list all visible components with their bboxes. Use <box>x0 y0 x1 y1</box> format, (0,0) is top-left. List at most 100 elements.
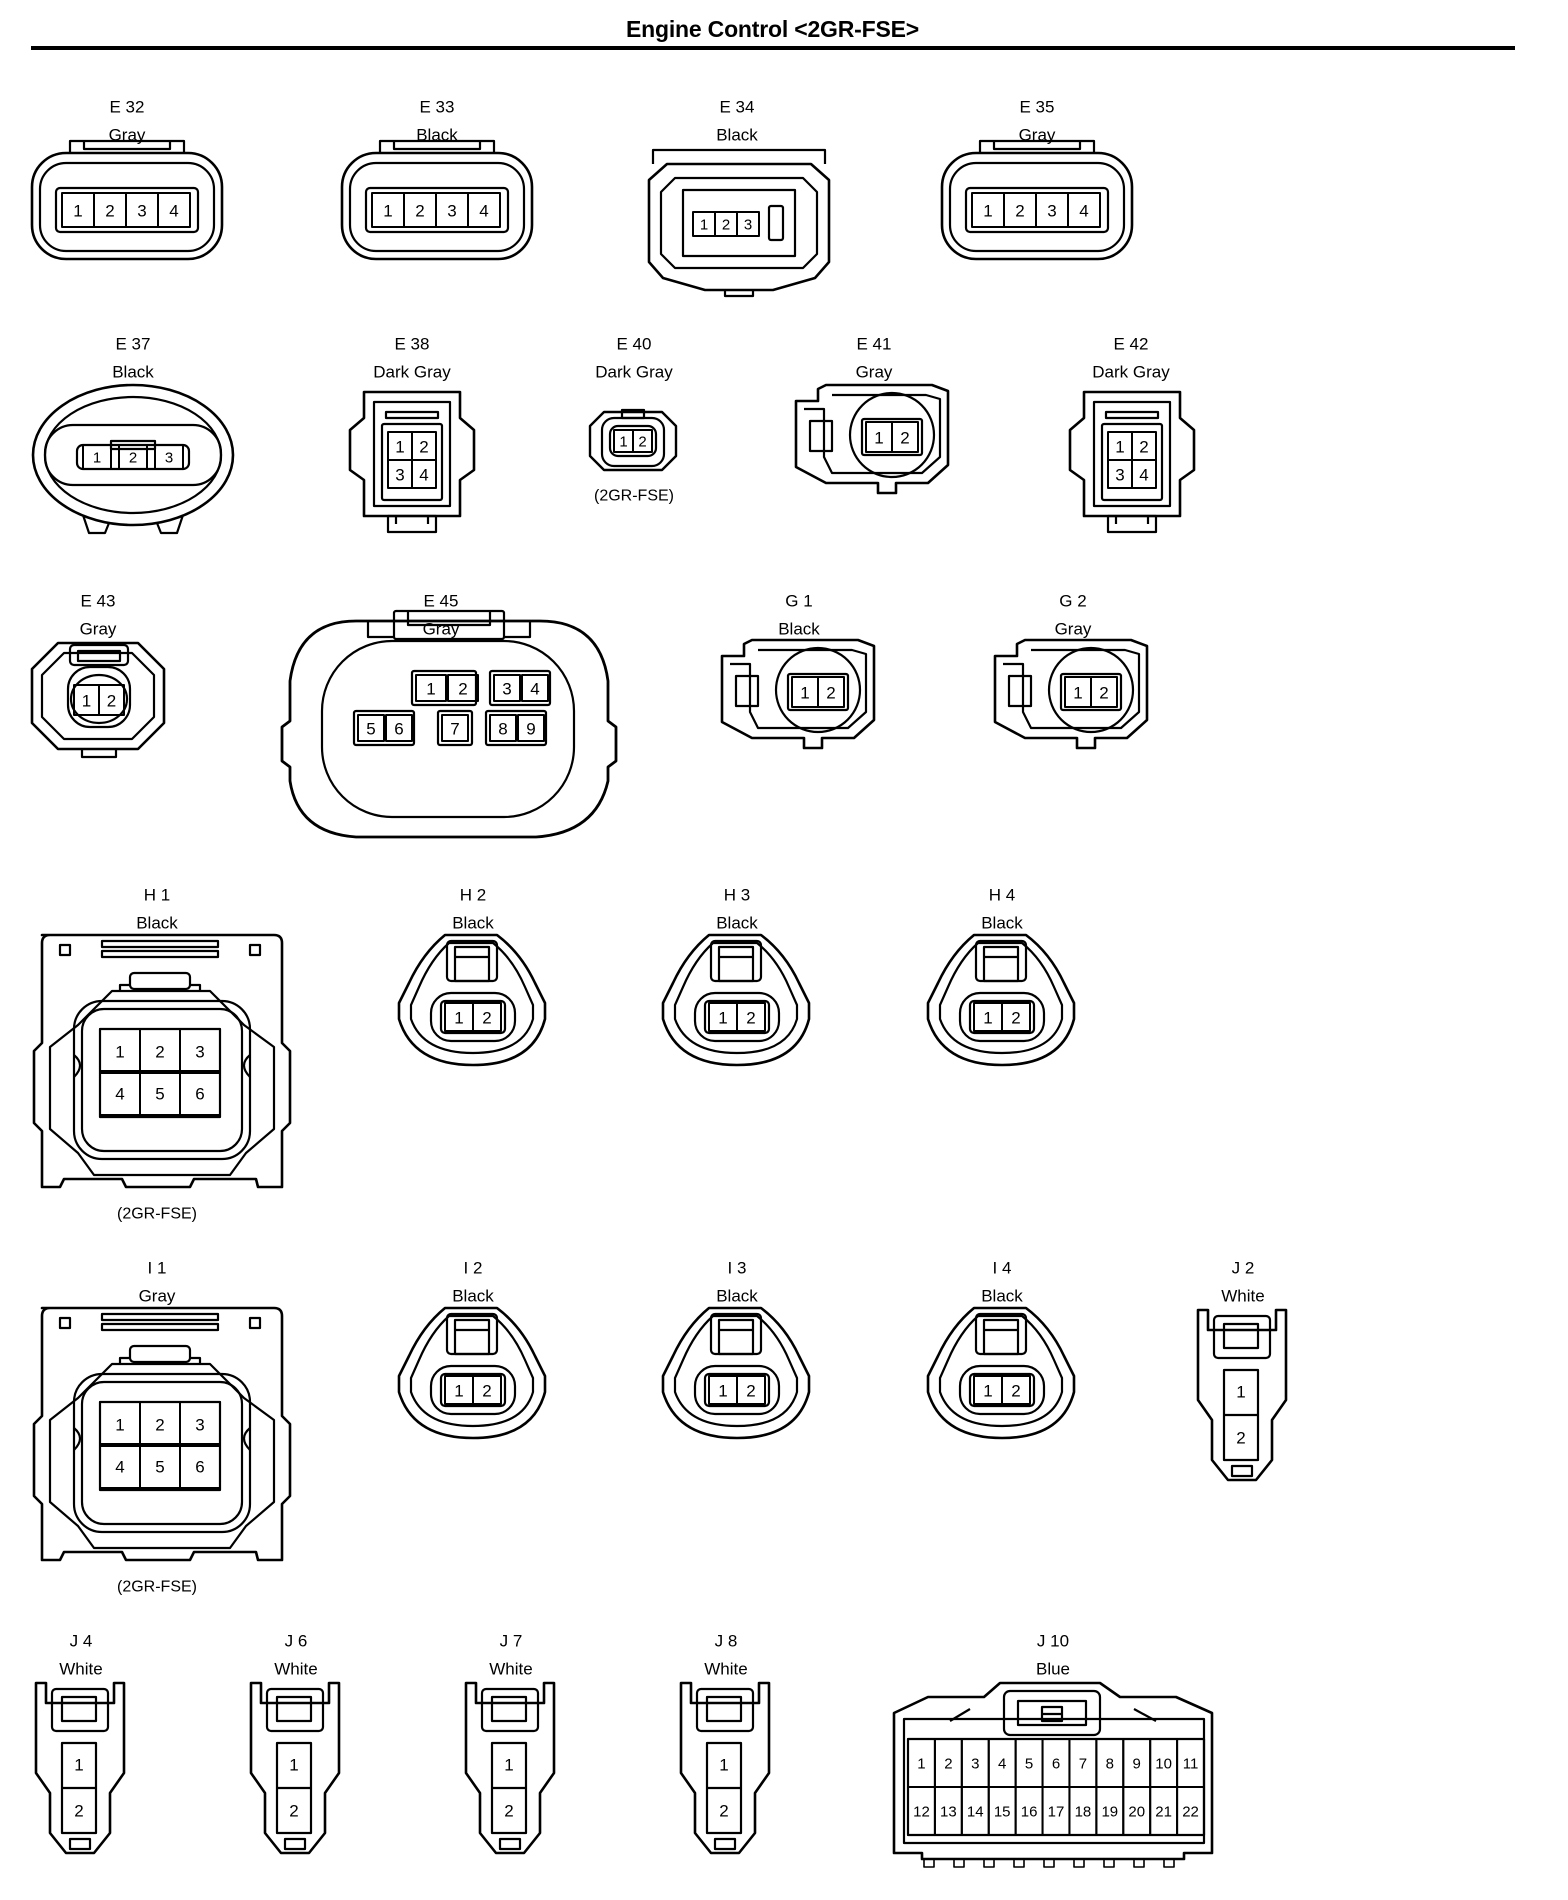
pin-number: 17 <box>1048 1804 1065 1821</box>
pin-number: 1 <box>73 202 82 221</box>
connector-id-label: I 2 <box>464 1259 483 1278</box>
pin-number: 8 <box>1106 1756 1114 1773</box>
pin-number: 1 <box>93 450 101 467</box>
pin-number: 3 <box>1115 466 1124 485</box>
pin-number: 6 <box>1052 1756 1060 1773</box>
pin-number: 6 <box>195 1458 204 1477</box>
connector-color-label: White <box>1221 1287 1264 1306</box>
connector-note: (2GR-FSE) <box>117 1579 197 1596</box>
connector-body-j7: 12 <box>464 1681 556 1855</box>
pin-number: 2 <box>482 1009 491 1028</box>
pin-number: 2 <box>746 1382 755 1401</box>
pin-number: 1 <box>718 1009 727 1028</box>
pin-number: 7 <box>1079 1756 1087 1773</box>
connector-color-label: Gray <box>139 1287 176 1306</box>
pin-number: 3 <box>137 202 146 221</box>
connector-color-label: Black <box>416 126 458 145</box>
pin-number: 1 <box>719 1756 728 1775</box>
pin-number: 1 <box>383 202 392 221</box>
connector-body-j4: 12 <box>34 1681 126 1855</box>
pin-number: 1 <box>874 429 883 448</box>
pin-number: 21 <box>1155 1804 1172 1821</box>
connector-id-label: E 42 <box>1114 335 1149 354</box>
pin-number: 4 <box>115 1458 124 1477</box>
pin-number: 5 <box>366 720 375 739</box>
pin-number: 2 <box>1139 438 1148 457</box>
pin-number: 4 <box>1079 202 1088 221</box>
connector-id-label: H 3 <box>724 886 750 905</box>
pin-number: 20 <box>1128 1804 1145 1821</box>
connector-body-j6: 12 <box>249 1681 341 1855</box>
connector-id-label: G 1 <box>785 592 812 611</box>
pin-number: 3 <box>195 1416 204 1435</box>
connector-id-label: E 38 <box>395 335 430 354</box>
pin-number: 2 <box>1015 202 1024 221</box>
pin-number: 9 <box>526 720 535 739</box>
connector-id-label: E 32 <box>110 98 145 117</box>
connector-id-label: G 2 <box>1059 592 1086 611</box>
connector-id-label: I 3 <box>728 1259 747 1278</box>
pin-number: 2 <box>289 1802 298 1821</box>
connector-j6: J 6 White 12 <box>249 1632 341 1855</box>
connector-color-label: Black <box>452 1287 494 1306</box>
pin-number: 13 <box>940 1804 957 1821</box>
pin-number: 2 <box>638 434 646 451</box>
pin-number: 22 <box>1182 1804 1199 1821</box>
pin-number: 2 <box>1011 1382 1020 1401</box>
pin-number: 6 <box>195 1085 204 1104</box>
connector-id-label: E 34 <box>720 98 755 117</box>
pin-number: 1 <box>619 434 627 451</box>
connector-id-label: I 4 <box>993 1259 1012 1278</box>
connector-id-label: E 43 <box>81 592 116 611</box>
pin-number: 2 <box>415 202 424 221</box>
pin-number: 15 <box>994 1804 1011 1821</box>
connector-id-label: J 6 <box>285 1632 308 1651</box>
connector-color-label: Dark Gray <box>1092 363 1170 382</box>
connector-color-label: Blue <box>1036 1660 1070 1679</box>
pin-number: 7 <box>450 720 459 739</box>
pin-number: 1 <box>115 1043 124 1062</box>
connector-id-label: E 35 <box>1020 98 1055 117</box>
pin-number: 1 <box>917 1756 925 1773</box>
pin-number: 3 <box>395 466 404 485</box>
pin-number: 5 <box>155 1085 164 1104</box>
pin-number: 1 <box>1115 438 1124 457</box>
pin-number: 2 <box>900 429 909 448</box>
pin-number: 3 <box>971 1756 979 1773</box>
connector-color-label: White <box>274 1660 317 1679</box>
pin-number: 2 <box>1099 684 1108 703</box>
connector-id-label: E 45 <box>424 592 459 611</box>
connector-id-label: J 8 <box>715 1632 738 1651</box>
connector-color-label: Gray <box>109 126 146 145</box>
pin-number: 4 <box>419 466 428 485</box>
pin-number: 5 <box>155 1458 164 1477</box>
pin-number: 3 <box>744 217 752 234</box>
connector-color-label: Gray <box>856 363 893 382</box>
